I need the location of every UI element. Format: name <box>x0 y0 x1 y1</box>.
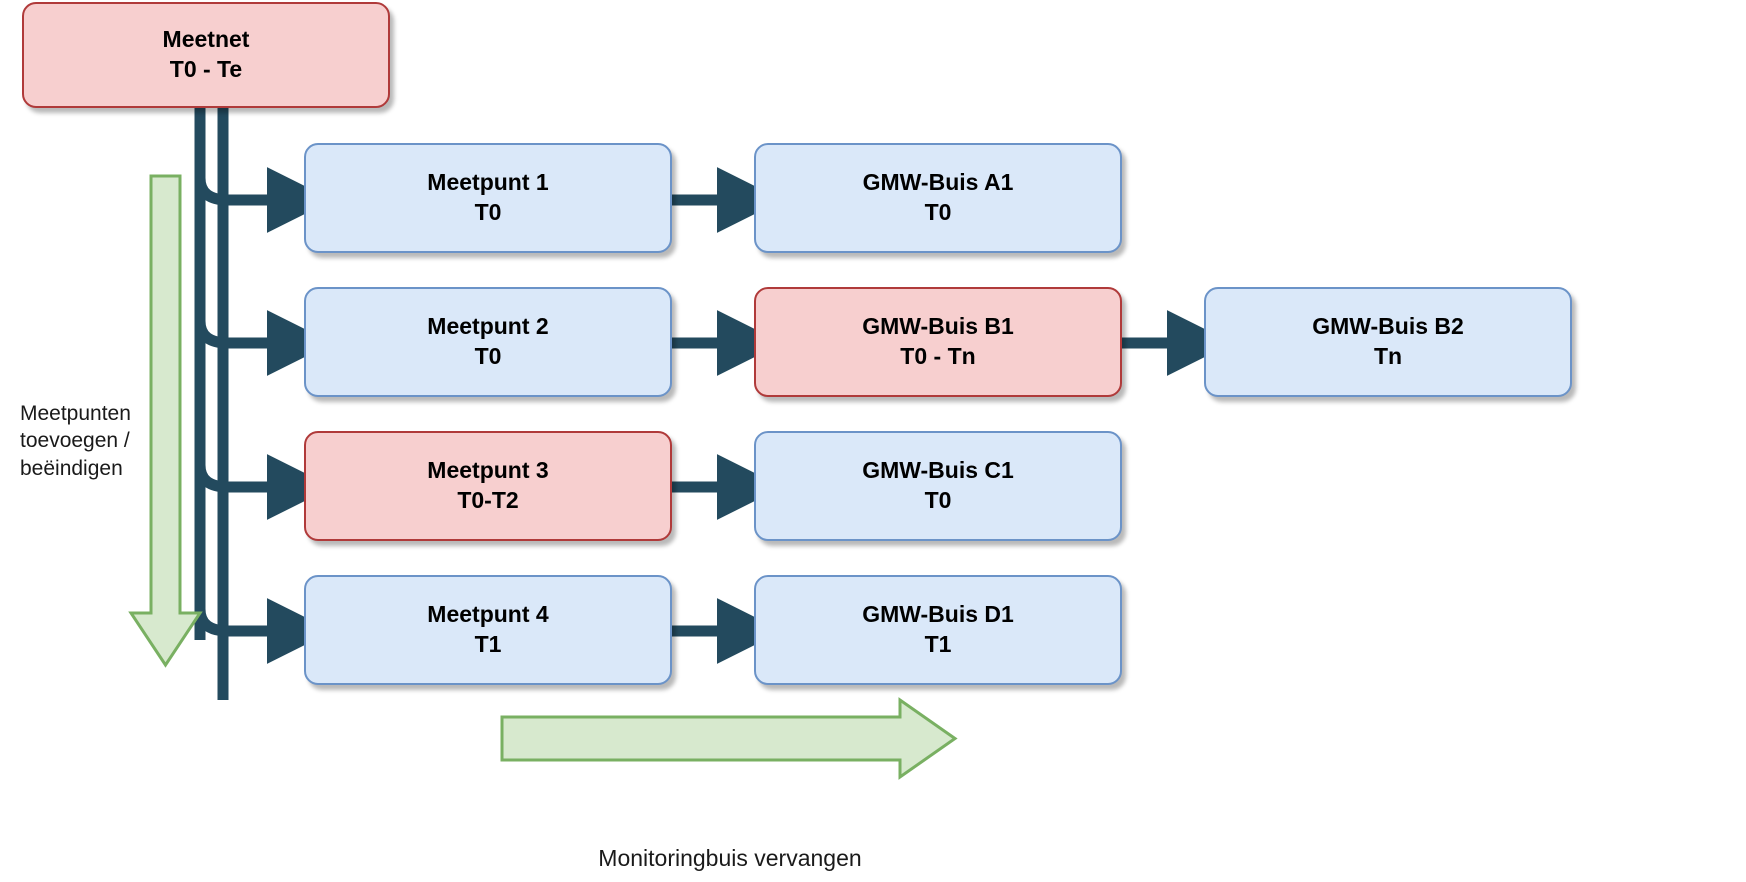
node-gmw-buis-b2[interactable]: GMW-Buis B2 Tn <box>1204 287 1572 397</box>
node-meetpunt-3[interactable]: Meetpunt 3 T0-T2 <box>304 431 672 541</box>
node-meetpunt-2-line1: Meetpunt 2 <box>427 313 549 340</box>
node-gmw-buis-a1[interactable]: GMW-Buis A1 T0 <box>754 143 1122 253</box>
node-meetnet-line1: Meetnet <box>162 26 250 53</box>
node-meetpunt-4-line1: Meetpunt 4 <box>427 601 549 628</box>
node-gmw-buis-d1-line1: GMW-Buis D1 <box>862 601 1014 628</box>
horizontal-arrow-label: Monitoringbuis vervangen <box>598 845 862 871</box>
node-gmw-buis-b2-line1: GMW-Buis B2 <box>1312 313 1464 340</box>
node-gmw-buis-a1-line2: T0 <box>924 199 952 225</box>
node-gmw-buis-b2-line2: Tn <box>1373 343 1403 369</box>
node-meetnet[interactable]: Meetnet T0 - Te <box>22 2 390 108</box>
node-gmw-buis-c1-line2: T0 <box>924 487 952 513</box>
node-gmw-buis-b1-line2: T0 - Tn <box>900 343 976 369</box>
node-gmw-buis-b1[interactable]: GMW-Buis B1 T0 - Tn <box>754 287 1122 397</box>
node-meetpunt-2[interactable]: Meetpunt 2 T0 <box>304 287 672 397</box>
node-meetpunt-3-line1: Meetpunt 3 <box>427 457 549 484</box>
node-meetnet-line2: T0 - Te <box>169 56 243 82</box>
vertical-arrow-label: Meetpunten toevoegen / beëindigen <box>20 402 131 480</box>
node-gmw-buis-d1[interactable]: GMW-Buis D1 T1 <box>754 575 1122 685</box>
node-meetpunt-1[interactable]: Meetpunt 1 T0 <box>304 143 672 253</box>
node-meetpunt-4[interactable]: Meetpunt 4 T1 <box>304 575 672 685</box>
node-gmw-buis-c1-line1: GMW-Buis C1 <box>862 457 1014 484</box>
node-meetpunt-1-line1: Meetpunt 1 <box>427 169 549 196</box>
node-meetpunt-3-line2: T0-T2 <box>457 487 519 513</box>
node-meetpunt-1-line2: T0 <box>474 199 502 225</box>
node-gmw-buis-c1[interactable]: GMW-Buis C1 T0 <box>754 431 1122 541</box>
node-meetpunt-4-line2: T1 <box>474 631 502 657</box>
horizontal-process-arrow <box>500 697 958 780</box>
node-meetpunt-2-line2: T0 <box>474 343 502 369</box>
node-gmw-buis-b1-line1: GMW-Buis B1 <box>862 313 1014 340</box>
node-gmw-buis-d1-line2: T1 <box>924 631 952 657</box>
node-gmw-buis-a1-line1: GMW-Buis A1 <box>862 169 1014 196</box>
vertical-process-arrow <box>128 174 203 668</box>
